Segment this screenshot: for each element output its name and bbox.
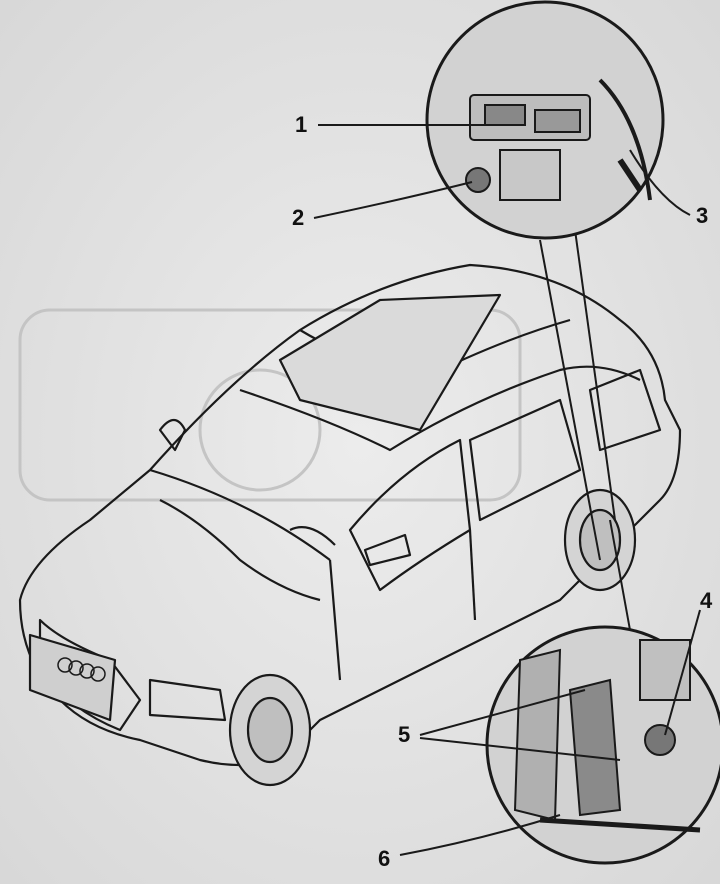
grille-rings-logo xyxy=(57,657,106,682)
leader-lines xyxy=(313,124,701,856)
callout-label-5: 5 xyxy=(398,722,411,747)
pointer-lines xyxy=(539,229,631,631)
detail-circle-bottom xyxy=(485,625,720,865)
callout-label-6: 6 xyxy=(378,846,391,871)
car-outline xyxy=(18,263,682,767)
callout-label-4: 4 xyxy=(700,588,713,613)
detail-circle-top xyxy=(425,0,665,240)
callout-label-1: 1 xyxy=(295,112,308,137)
callout-label-3: 3 xyxy=(696,203,709,228)
bleed-through xyxy=(18,308,522,502)
callout-label-2: 2 xyxy=(292,205,305,230)
